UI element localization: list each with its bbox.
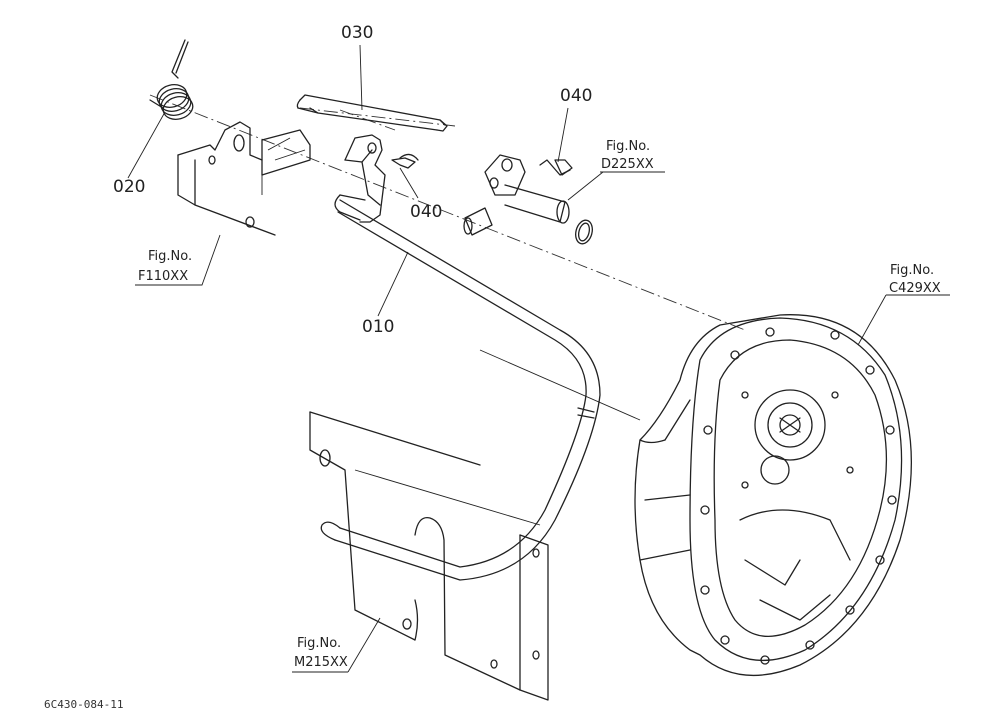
transmission-housing-c429 bbox=[634, 314, 913, 676]
assembly-axis-lines bbox=[149, 94, 746, 421]
pin-clip-left bbox=[391, 153, 419, 169]
ref-m215-title: Fig.No. bbox=[297, 636, 341, 651]
part-label-040-right: 040 bbox=[560, 86, 592, 106]
leader-lines bbox=[127, 44, 950, 673]
rod-part bbox=[296, 94, 448, 132]
shaft-collar-d225 bbox=[463, 154, 593, 245]
housing-bolt-holes bbox=[700, 327, 897, 665]
support-plate-m215 bbox=[309, 411, 549, 701]
ref-f110-code: F110XX bbox=[138, 269, 188, 284]
part-label-020: 020 bbox=[113, 177, 145, 197]
ref-m215-code: M215XX bbox=[294, 655, 348, 670]
part-label-040-left: 040 bbox=[410, 202, 442, 222]
bracket-f110 bbox=[177, 121, 311, 236]
lever-arm-upper bbox=[334, 134, 386, 223]
ref-f110-title: Fig.No. bbox=[148, 249, 192, 264]
ref-d225-title: Fig.No. bbox=[606, 139, 650, 154]
ref-d225-code: D225XX bbox=[601, 157, 654, 172]
drawing-code: 6C430-084-11 bbox=[44, 698, 123, 711]
spring-part bbox=[149, 39, 194, 120]
ref-c429-code: C429XX bbox=[889, 281, 941, 296]
ref-c429-title: Fig.No. bbox=[890, 263, 934, 278]
main-lever-rod bbox=[320, 199, 601, 581]
pin-clip-right bbox=[539, 159, 573, 176]
part-label-030: 030 bbox=[341, 23, 373, 43]
part-label-010: 010 bbox=[362, 317, 394, 337]
